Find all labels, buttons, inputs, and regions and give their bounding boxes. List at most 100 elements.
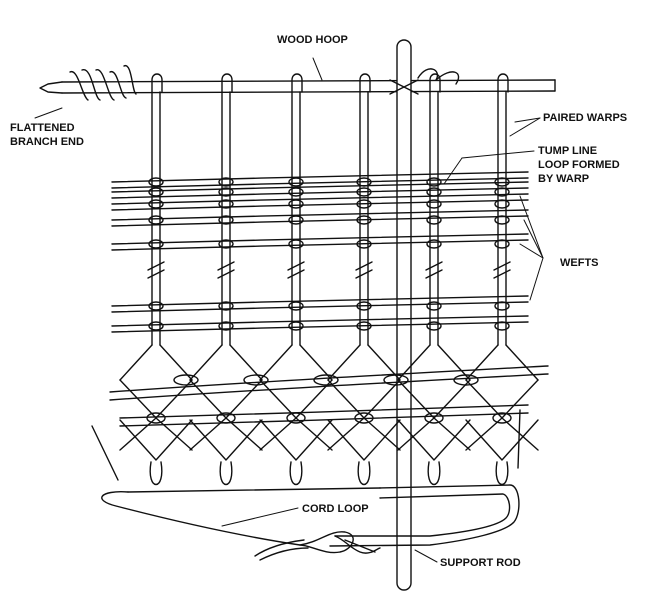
mesh-knot xyxy=(146,412,166,424)
weft-twine-loop xyxy=(218,301,234,311)
warp-hoop-loop xyxy=(151,73,163,93)
warp-hoop-loop xyxy=(497,73,509,93)
weft-twine-loop xyxy=(288,199,304,209)
weft-strand xyxy=(111,187,529,199)
weft-twine-loop xyxy=(356,239,372,249)
weft-strand xyxy=(111,199,529,211)
mesh-bottom-loop xyxy=(427,461,441,485)
weft-twine-loop xyxy=(494,321,510,331)
tump-line-label-line3: BY WARP xyxy=(538,173,589,185)
leader-lines xyxy=(34,57,544,563)
warp-break-mark xyxy=(355,261,373,279)
weft-strand xyxy=(111,171,529,183)
weft-twine-loop xyxy=(288,301,304,311)
weft-twine-loop xyxy=(148,321,164,331)
mesh-bottom-loop xyxy=(219,461,233,485)
mesh-knot xyxy=(492,412,512,424)
weft-twine-loop xyxy=(426,239,442,249)
wefts-label: WEFTS xyxy=(560,257,599,269)
weft-twine-loop xyxy=(494,187,510,197)
mesh-section xyxy=(91,344,549,485)
mesh-strand xyxy=(259,417,333,451)
weft-strand xyxy=(111,301,529,313)
weft-twine-loop xyxy=(218,177,234,187)
weft-twine-loop xyxy=(288,187,304,197)
mesh-strand xyxy=(465,419,539,461)
weft-strand xyxy=(111,321,529,333)
warp-hoop-loop xyxy=(221,73,233,93)
mesh-loose-end xyxy=(91,425,119,481)
flattened-branch-end xyxy=(39,65,137,101)
mesh-weft xyxy=(119,412,529,427)
weft-strand xyxy=(111,315,529,327)
weft-twine-loop xyxy=(494,239,510,249)
weft-twine-loop xyxy=(356,301,372,311)
weft-twine-loop xyxy=(148,215,164,225)
mesh-knot xyxy=(453,374,479,386)
mesh-strand xyxy=(465,417,539,451)
mesh-weft xyxy=(109,373,549,401)
mesh-strand xyxy=(119,344,193,381)
mesh-strand xyxy=(397,419,471,461)
weft-strand xyxy=(111,215,529,227)
weft-twine-loop xyxy=(148,301,164,311)
weft-strand xyxy=(111,239,529,251)
weft-twine-loop xyxy=(218,199,234,209)
weft-twine-loop xyxy=(494,199,510,209)
paired-warps-label: PAIRED WARPS xyxy=(543,112,627,124)
warp-break-mark xyxy=(493,261,511,279)
mesh-strand xyxy=(397,417,471,451)
mesh-weft xyxy=(109,365,549,393)
weft-strand xyxy=(111,193,529,205)
weft-twine-loop xyxy=(356,321,372,331)
mesh-loose-end xyxy=(517,409,521,469)
weft-twine-loop xyxy=(426,215,442,225)
mesh-strand xyxy=(327,417,401,451)
weft-twine-loop xyxy=(356,187,372,197)
weft-strand xyxy=(111,295,529,307)
warp-hoop-loop xyxy=(291,73,303,93)
weft-twine-loop xyxy=(288,321,304,331)
weft-twine-loop xyxy=(494,215,510,225)
wefts xyxy=(111,171,529,333)
cord-loop xyxy=(101,484,520,561)
mesh-bottom-loop xyxy=(289,461,303,485)
wood-hoop xyxy=(61,79,556,94)
mesh-knot xyxy=(313,374,339,386)
warp-break-mark xyxy=(287,261,305,279)
weft-twine-loop xyxy=(494,301,510,311)
mesh-strand xyxy=(189,344,263,381)
weft-strand xyxy=(111,233,529,245)
weft-twine-loop xyxy=(218,321,234,331)
weft-twine-loop xyxy=(426,177,442,187)
weft-twine-loop xyxy=(148,199,164,209)
mesh-strand xyxy=(189,419,263,461)
weft-twine-loop xyxy=(426,187,442,197)
support-rod-label: SUPPORT ROD xyxy=(440,557,521,569)
mesh-strand xyxy=(119,417,193,451)
mesh-knot xyxy=(383,374,409,386)
weft-twine-loop xyxy=(288,215,304,225)
warp-hoop-loop xyxy=(359,73,371,93)
warp-break-mark xyxy=(147,261,165,279)
mesh-bottom-loop xyxy=(495,461,509,485)
weft-strand xyxy=(111,181,529,193)
weft-twine-loop xyxy=(218,215,234,225)
support-rod xyxy=(389,39,460,591)
wood-hoop-label: WOOD HOOP xyxy=(277,34,348,46)
weft-twine-loop xyxy=(356,199,372,209)
weft-twine-loop xyxy=(426,199,442,209)
weft-twine-loop xyxy=(218,239,234,249)
weft-twine-loop xyxy=(426,321,442,331)
weft-twine-loop xyxy=(148,177,164,187)
mesh-knot xyxy=(424,412,444,424)
mesh-weft xyxy=(119,404,529,419)
warp-break-mark xyxy=(425,261,443,279)
mesh-strand xyxy=(259,344,333,381)
weft-strand xyxy=(111,209,529,221)
weft-twine-loop xyxy=(356,215,372,225)
warp-break-mark xyxy=(217,261,235,279)
mesh-bottom-loop xyxy=(149,461,163,485)
warp-hoop-loop xyxy=(429,73,441,93)
